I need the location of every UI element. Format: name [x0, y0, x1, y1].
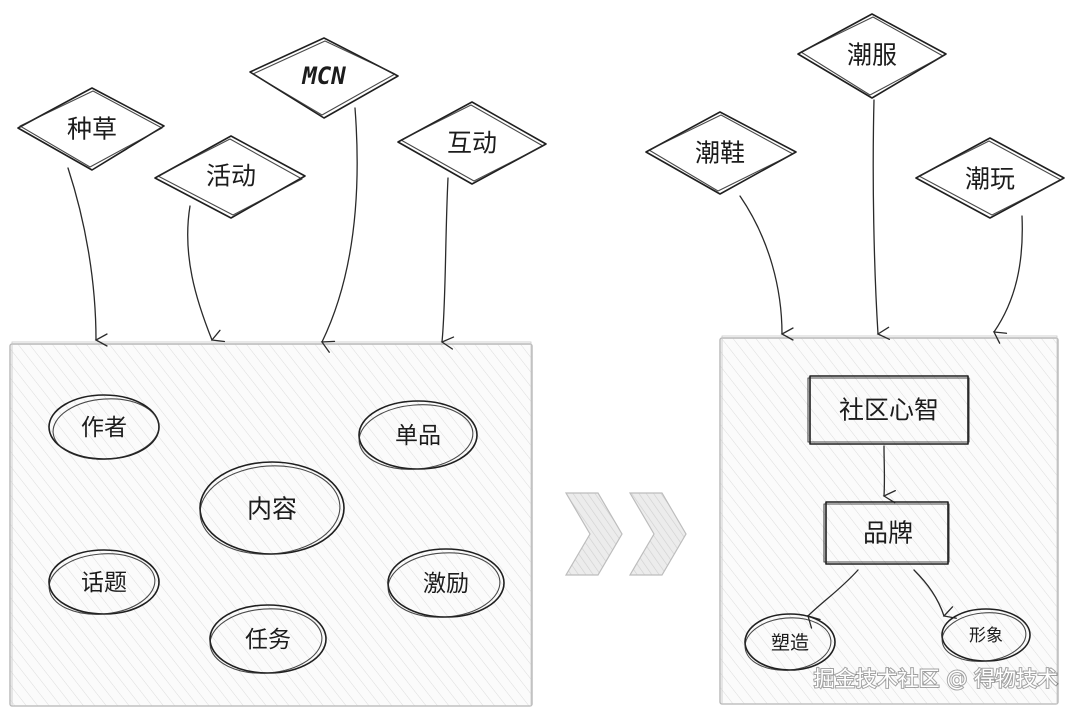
ellipse-label: 话题 — [81, 570, 127, 596]
diamond-hudong: 互动 — [397, 101, 547, 185]
box-label: 社区心智 — [839, 396, 939, 425]
arrow-hudong — [440, 177, 455, 350]
diamond-label: 潮玩 — [965, 165, 1015, 194]
ellipse-label: 形象 — [969, 626, 1003, 646]
arrow-pinpai-to-suzao — [807, 569, 859, 629]
ellipse-jili: 激励 — [387, 548, 505, 618]
ellipse-suzao: 塑造 — [744, 613, 836, 671]
ellipse-label: 任务 — [245, 627, 291, 653]
ellipse-zuozhe: 作者 — [48, 394, 160, 460]
ellipse-danpin: 单品 — [358, 400, 478, 470]
left-panel-frame-sketch — [11, 341, 532, 707]
diamond-label: 潮服 — [847, 41, 897, 70]
diamond-chaowan: 潮玩 — [915, 137, 1065, 219]
arrow-pinpai-to-xingxiang — [913, 569, 957, 619]
arrow-huodong — [187, 205, 226, 343]
ellipse-huati: 话题 — [48, 549, 160, 615]
arrow-mcn — [320, 107, 358, 353]
chevron-2 — [628, 492, 687, 576]
diamond-mcn: MCN — [249, 37, 399, 119]
diamond-label: 活动 — [206, 162, 256, 191]
watermark-text: 掘金技术社区 @ 得物技术 — [814, 667, 1058, 691]
chevron-arrows — [564, 492, 687, 576]
ellipse-label: 单品 — [395, 423, 441, 449]
diamond-label: 潮鞋 — [695, 139, 745, 168]
diamond-label: MCN — [301, 62, 346, 90]
ellipse-neirong: 内容 — [199, 461, 345, 555]
ellipse-label: 塑造 — [771, 632, 809, 654]
arrow-zhongcao — [67, 167, 108, 347]
diamond-chaofu: 潮服 — [797, 13, 947, 99]
diamond-huodong: 活动 — [154, 135, 306, 219]
arrow-chaowan — [992, 215, 1023, 344]
arrow-chaoxie — [739, 195, 794, 341]
ellipse-renwu: 任务 — [209, 604, 327, 674]
ellipse-label: 激励 — [423, 571, 469, 597]
diamond-chaoxie: 潮鞋 — [645, 111, 797, 195]
ellipse-label: 作者 — [81, 415, 127, 441]
box-label: 品牌 — [863, 519, 913, 548]
diamond-zhongcao: 种草 — [17, 87, 165, 171]
diamond-label: 互动 — [447, 129, 497, 158]
chevron-1 — [564, 492, 623, 576]
ellipse-label: 内容 — [247, 495, 297, 524]
box-pinpai: 品牌 — [823, 501, 950, 565]
box-shequxinzhi: 社区心智 — [807, 375, 970, 445]
diamond-label: 种草 — [67, 115, 117, 144]
ellipse-xingxiang: 形象 — [941, 608, 1031, 662]
arrow-chaofu — [872, 99, 891, 340]
